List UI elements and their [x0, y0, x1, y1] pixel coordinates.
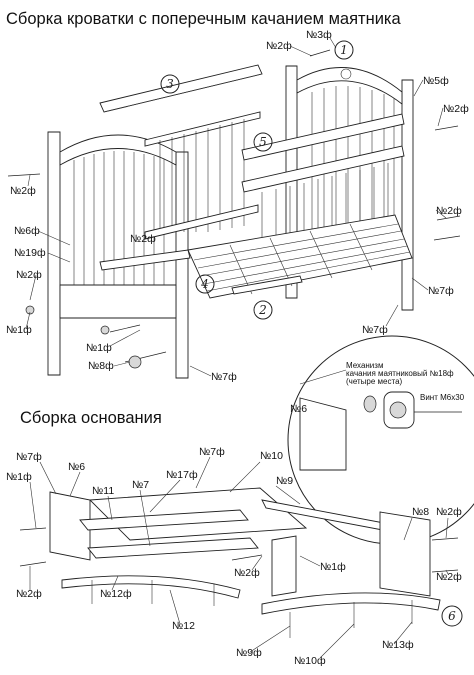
label-6f-left: №6ф	[14, 225, 40, 237]
base-assembly-title: Сборка основания	[20, 409, 162, 427]
step-2-number: 2	[258, 303, 267, 317]
base-part-labels: №7ф №6 №7ф №10 №1ф №17ф №9 №11 №7 №8 №2ф…	[6, 446, 462, 667]
crib-step-numbers: 1 2 3 4 5	[160, 40, 354, 320]
base-label-6: №6	[68, 461, 85, 473]
step-3-number: 3	[166, 77, 174, 91]
label-7f-bottom: №7ф	[362, 324, 388, 336]
crib-bolts	[7, 49, 461, 369]
step-1-number: 1	[340, 43, 348, 57]
label-3f: №3ф	[306, 29, 332, 41]
step-4-circle	[195, 274, 215, 294]
crib-leader-lines	[25, 37, 447, 377]
base-drawing	[19, 487, 459, 638]
base-label-2f-right-top: №2ф	[436, 506, 462, 518]
base-leader-lines	[29, 456, 449, 659]
crib-assembly-title: Сборка кроватки с поперечным качанием ма…	[6, 10, 401, 28]
label-2f-left-low: №2ф	[16, 269, 42, 281]
mechanism-callout: Механизм качания маятниковый №18ф (четыр…	[287, 335, 474, 545]
base-runner-9f	[261, 592, 441, 615]
label-2f-right-mid: №2ф	[436, 205, 462, 217]
base-label-12f: №12ф	[100, 588, 132, 600]
base-label-2f-mid: №2ф	[234, 567, 260, 579]
base-right-end-panel	[379, 511, 431, 597]
base-label-2f-right-low: №2ф	[436, 571, 462, 583]
base-label-7f-mid: №7ф	[199, 446, 225, 458]
label-8f: №8ф	[88, 360, 114, 372]
step-1-circle	[334, 40, 354, 60]
label-1f-left: №1ф	[6, 324, 32, 336]
label-2f-left: №2ф	[10, 185, 36, 197]
base-runner-12	[61, 575, 241, 599]
mechanism-screw: Винт М6х30	[420, 393, 465, 402]
label-1f-center: №1ф	[86, 342, 112, 354]
back-side-panel	[99, 64, 263, 240]
step-5-circle	[253, 132, 273, 152]
crib-drawing: 1 2 3 4 5 №2ф №3ф №5ф №2ф №2ф №2ф №6ф №1…	[6, 29, 469, 383]
base-label-2f-left: №2ф	[16, 588, 42, 600]
label-6-callout: №6	[290, 403, 307, 415]
label-7f-lower: №7ф	[211, 371, 237, 383]
label-2f-top: №2ф	[266, 40, 292, 52]
mechanism-line-3: (четыре места)	[346, 377, 403, 386]
base-label-17f: №17ф	[166, 469, 198, 481]
label-2f-right-top: №2ф	[443, 103, 469, 115]
base-label-9f: №9ф	[236, 647, 262, 659]
label-7f-right: №7ф	[428, 285, 454, 297]
base-label-1f-left: №1ф	[6, 471, 32, 483]
left-headboard	[47, 131, 189, 379]
base-label-12: №12	[172, 620, 195, 632]
base-label-9: №9	[276, 475, 293, 487]
base-label-10: №10	[260, 450, 283, 462]
base-left-end-panel	[49, 491, 91, 561]
mattress-base	[99, 214, 413, 299]
base-label-10f: №10ф	[294, 655, 326, 667]
mechanism-line-2: качания маятниковый №18ф	[346, 369, 454, 378]
base-label-11: №11	[92, 485, 114, 497]
step-3-circle	[160, 74, 180, 94]
mechanism-line-1: Механизм	[346, 361, 383, 370]
base-label-8: №8	[412, 506, 429, 518]
base-label-1f-mid: №1ф	[320, 561, 346, 573]
crib-part-labels: №2ф №3ф №5ф №2ф №2ф №2ф №6ф №19ф №2ф №2ф…	[6, 29, 469, 383]
base-label-13f: №13ф	[382, 639, 414, 651]
base-label-7f-left: №7ф	[16, 451, 42, 463]
label-2f-center: №2ф	[130, 233, 156, 245]
step-6-number: 6	[448, 609, 456, 623]
step-2-circle	[253, 300, 273, 320]
front-side-panel	[241, 113, 405, 280]
label-19f: №19ф	[14, 247, 46, 259]
step-5-number: 5	[259, 135, 267, 149]
base-label-7: №7	[132, 479, 149, 491]
step-6-circle	[441, 605, 463, 627]
label-5f: №5ф	[423, 75, 449, 87]
step-4-number: 4	[200, 277, 209, 291]
